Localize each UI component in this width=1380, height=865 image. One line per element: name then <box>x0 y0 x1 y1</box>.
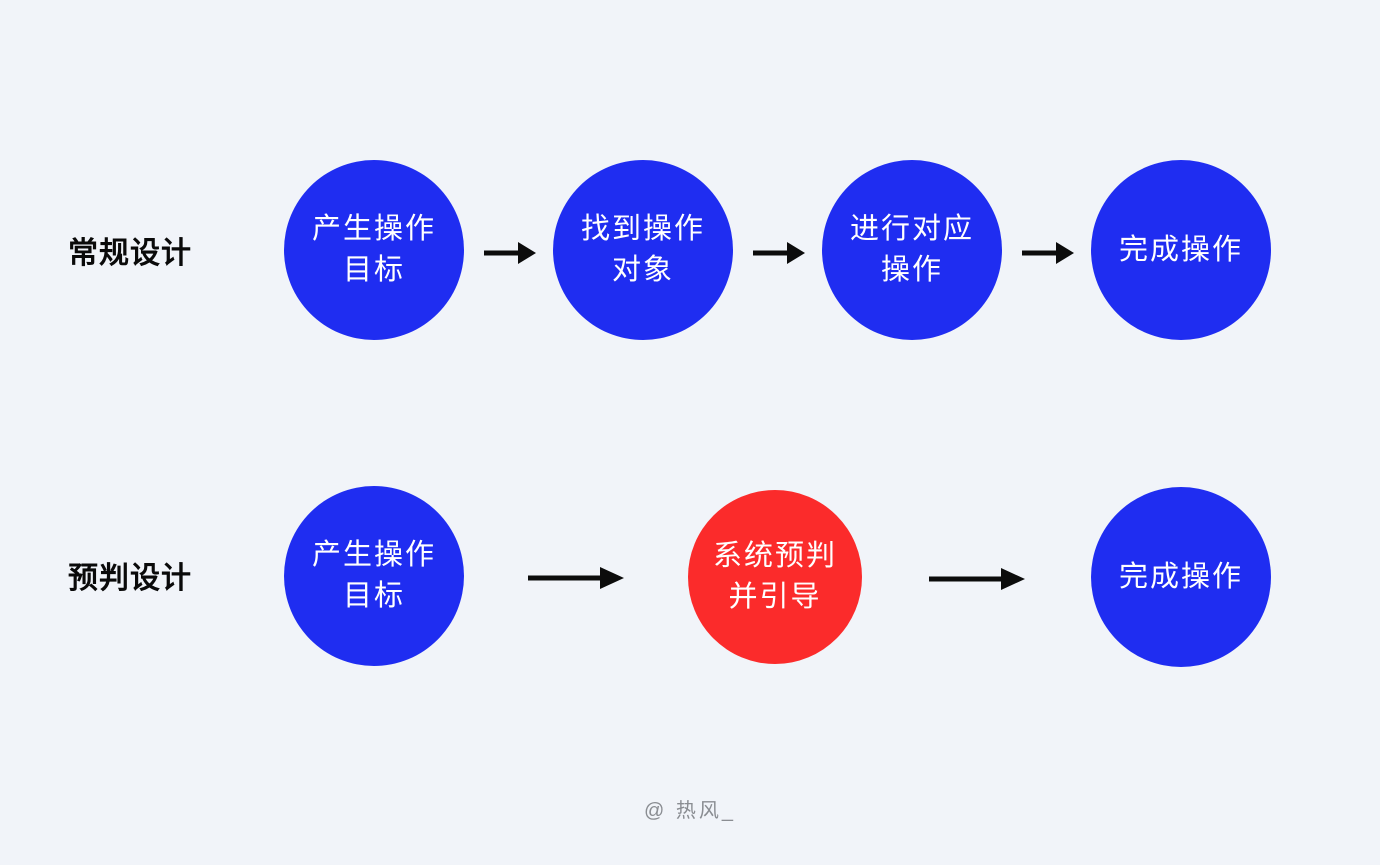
step-text: 产生操作 <box>311 213 436 245</box>
step-text: 完成操作 <box>1118 233 1243 266</box>
step-circle-system-predict-guide: 系统预判 并引导 <box>688 490 862 664</box>
arrow-right-icon <box>1022 242 1074 264</box>
step-circle-find-object: 找到操作 对象 <box>553 160 733 340</box>
arrow-right-icon <box>929 568 1025 590</box>
step-text: 完成操作 <box>1118 560 1243 593</box>
step-text: 目标 <box>342 254 405 286</box>
step-text: 系统预判 <box>712 540 837 572</box>
watermark-credit: @ 热风_ <box>644 800 736 822</box>
arrow-right-icon <box>753 242 805 264</box>
arrow-right-icon <box>528 567 624 589</box>
step-text: 操作 <box>880 254 943 286</box>
step-text: 并引导 <box>728 581 822 613</box>
step-text: 对象 <box>611 254 674 286</box>
step-circle-perform-operation: 进行对应 操作 <box>822 160 1002 340</box>
step-circle-generate-goal-2: 产生操作 目标 <box>284 486 464 666</box>
step-circle-complete-operation-2: 完成操作 <box>1091 487 1271 667</box>
arrow-right-icon <box>484 242 536 264</box>
step-text: 进行对应 <box>849 213 974 245</box>
step-text: 找到操作 <box>580 213 705 245</box>
step-text: 产生操作 <box>311 539 436 571</box>
step-circle-complete-operation: 完成操作 <box>1091 160 1271 340</box>
row-label-predictive-design: 预判设计 <box>68 562 192 595</box>
step-circle-generate-goal: 产生操作 目标 <box>284 160 464 340</box>
row-label-conventional-design: 常规设计 <box>68 237 192 270</box>
step-text: 目标 <box>342 580 405 612</box>
